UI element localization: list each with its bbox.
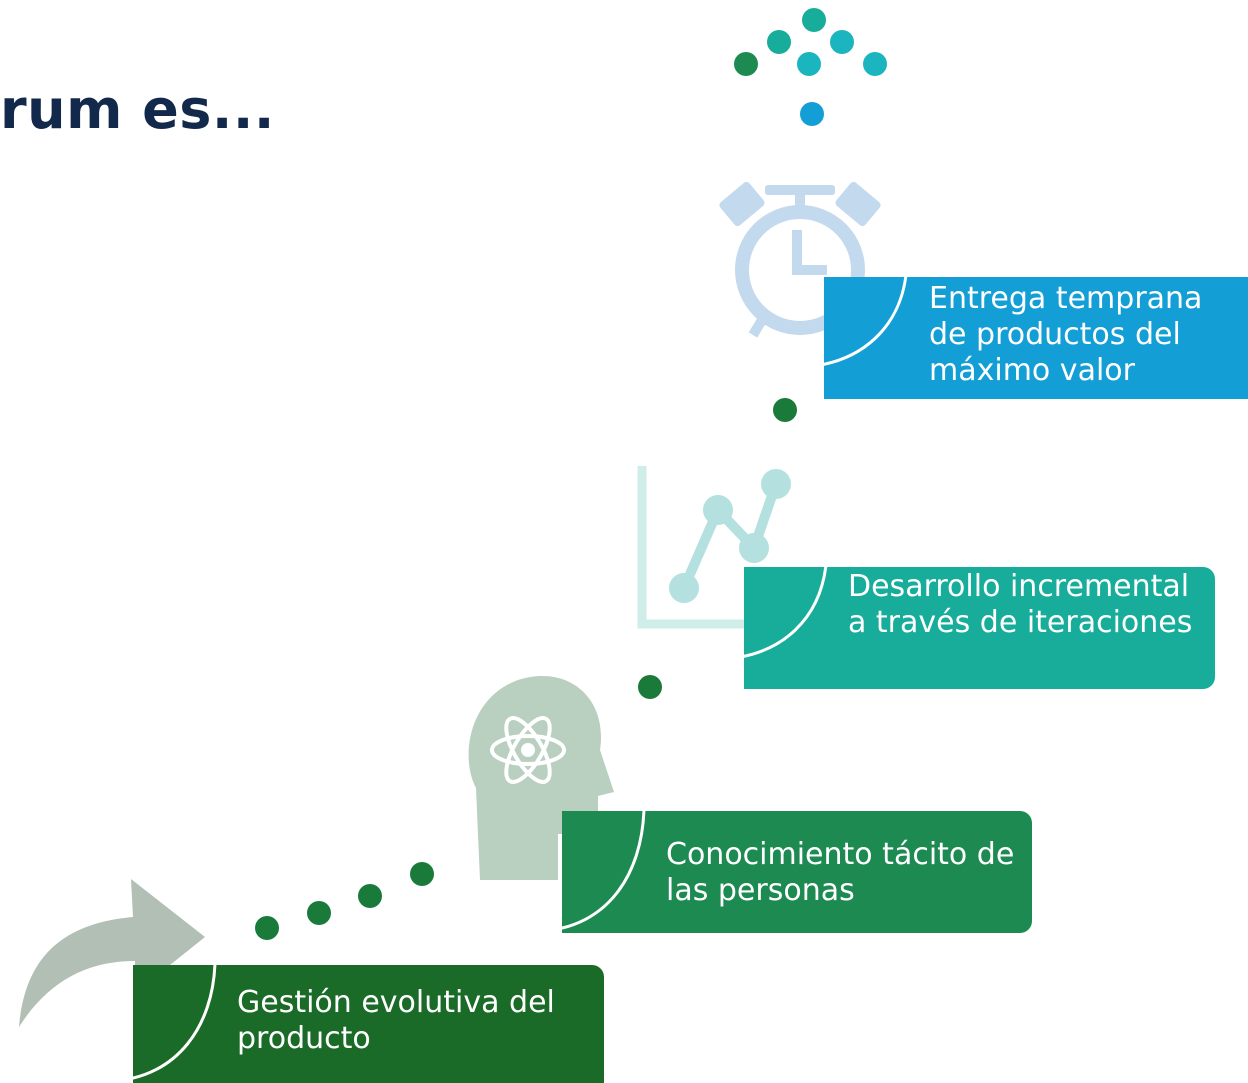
logo-dots-icon xyxy=(734,8,887,126)
line-chart-icon xyxy=(637,466,806,629)
connector-dots xyxy=(255,398,797,940)
connector-dot xyxy=(638,675,662,699)
connector-dot xyxy=(255,916,279,940)
step-box-conocimiento: Conocimiento tácito de las personas xyxy=(562,811,1032,933)
connector-dot xyxy=(410,862,434,886)
logo-dot xyxy=(797,52,821,76)
logo-dot xyxy=(800,102,824,126)
step-arc xyxy=(133,965,217,1080)
connector-dot xyxy=(358,884,382,908)
connector-dot xyxy=(307,901,331,925)
stopwatch-icon xyxy=(719,181,881,338)
step-label: Desarrollo incremental a través de itera… xyxy=(848,569,1193,640)
step-arc xyxy=(824,277,908,366)
step-label: Entrega temprana de productos del máximo… xyxy=(929,281,1203,388)
step-box-entrega: Entrega temprana de productos del máximo… xyxy=(824,277,1248,399)
curved-arrow-icon xyxy=(19,879,205,1027)
step-label: Gestión evolutiva del producto xyxy=(237,985,555,1056)
step-box-desarrollo: Desarrollo incremental a través de itera… xyxy=(744,567,1215,689)
logo-dot xyxy=(734,52,758,76)
logo-dot xyxy=(802,8,826,32)
logo-dot xyxy=(830,30,854,54)
step-arc xyxy=(562,811,646,930)
step-label: Conocimiento tácito de las personas xyxy=(666,837,1015,908)
step-arc xyxy=(744,567,828,658)
logo-dot xyxy=(767,30,791,54)
connector-dot xyxy=(773,398,797,422)
page-title: rum es... xyxy=(0,78,275,141)
logo-dot xyxy=(863,52,887,76)
step-box-gestion: Gestión evolutiva del producto xyxy=(133,965,604,1083)
